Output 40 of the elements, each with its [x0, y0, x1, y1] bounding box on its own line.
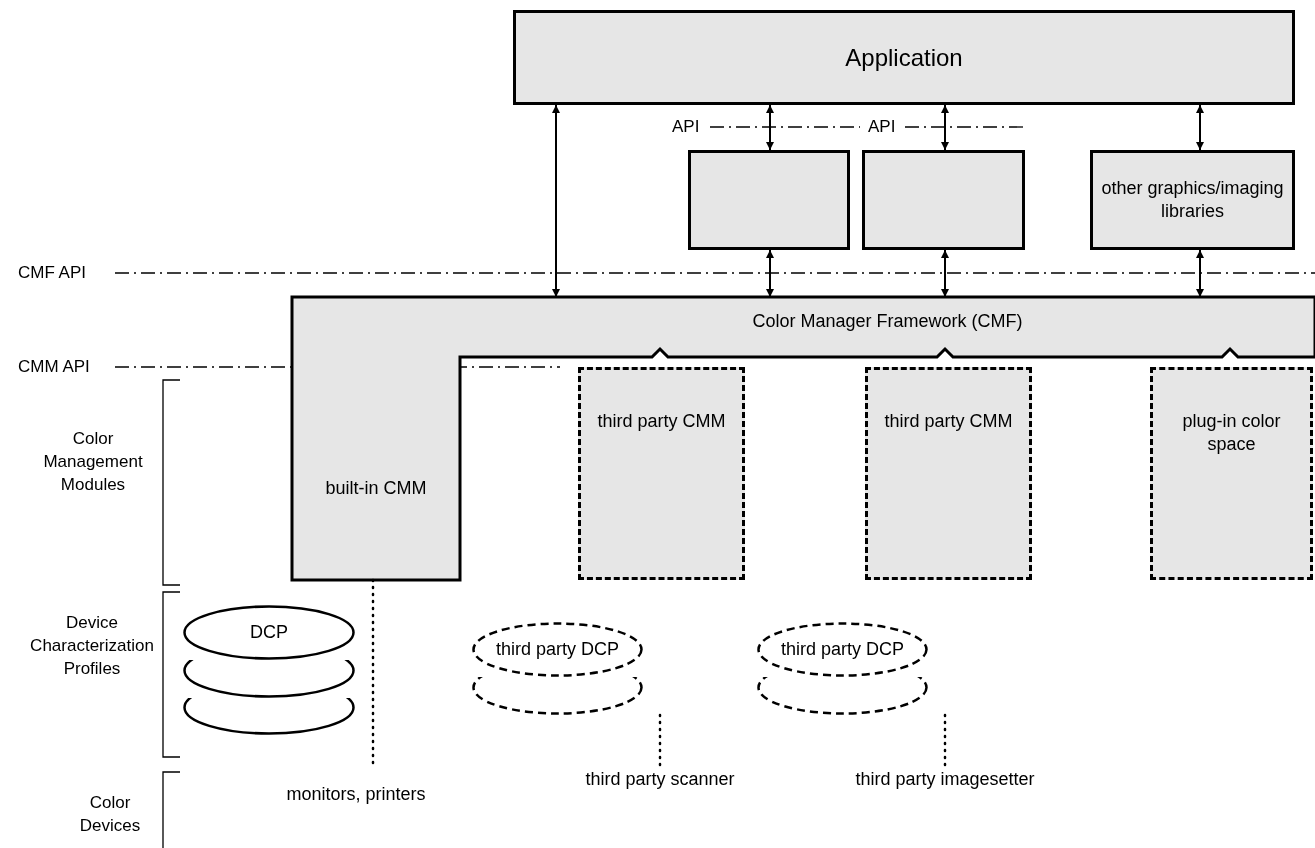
device-label: monitors, printers [286, 765, 426, 825]
double-arrow [552, 104, 560, 298]
layer-label: Color Management Modules [42, 428, 144, 496]
layer-label: Device Characterization Profiles [29, 612, 155, 680]
library-box [688, 150, 850, 250]
box-label: third party CMM [884, 410, 1013, 433]
application-box [513, 10, 1295, 105]
double-arrow [766, 249, 774, 298]
device-label: third party imagesetter [815, 765, 1075, 795]
api-label: CMF API [18, 263, 86, 283]
library-box [862, 150, 1025, 250]
module-label: built-in CMM [292, 397, 460, 580]
double-arrow [1196, 104, 1204, 151]
profile-label: third party DCP [779, 637, 905, 661]
double-arrow [941, 104, 949, 151]
profile-ellipse [472, 622, 643, 677]
device-label: third party scanner [560, 765, 760, 795]
api-label: CMM API [18, 357, 90, 377]
module-box [578, 367, 745, 580]
api-label: API [672, 117, 700, 137]
double-arrow [1196, 249, 1204, 298]
module-box [865, 367, 1032, 580]
box-label: Application [845, 42, 963, 73]
double-arrow [941, 249, 949, 298]
framework-title: Color Manager Framework (CMF) [751, 311, 1024, 332]
api-label: API [868, 117, 896, 137]
dotted-line [371, 578, 375, 767]
layer-label: Color Devices [78, 792, 142, 837]
dotted-line [658, 713, 662, 767]
double-arrow [766, 104, 774, 151]
module-box [1150, 367, 1313, 580]
profile-ellipse [757, 622, 928, 677]
profile-label: DCP [249, 620, 289, 644]
profile-label: third party DCP [494, 637, 620, 661]
box-label: plug-in color space [1181, 410, 1282, 457]
profile-ellipse [183, 605, 355, 660]
box-label: other graphics/imaging libraries [1100, 176, 1285, 223]
dotted-line [943, 713, 947, 767]
box-label: third party CMM [597, 410, 726, 433]
library-box [1090, 150, 1295, 250]
